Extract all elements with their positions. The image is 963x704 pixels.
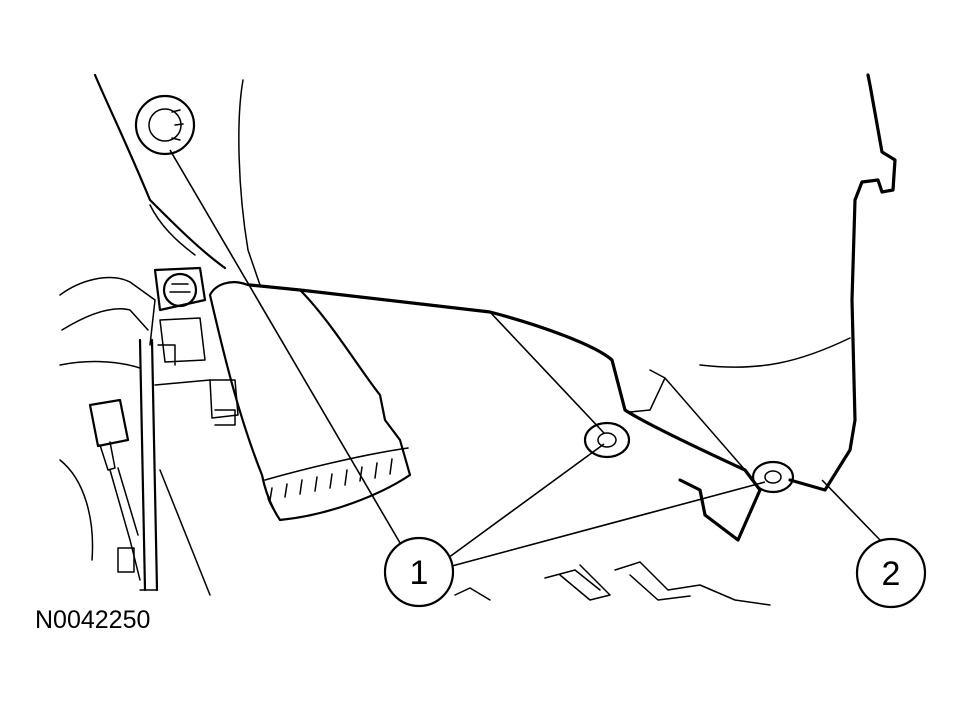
splash-shield-lower-edge bbox=[788, 73, 897, 492]
left-panel-inner-edge bbox=[149, 204, 196, 256]
lower-left-contour bbox=[59, 459, 211, 596]
left-panel-edge bbox=[93, 73, 227, 270]
center-panel-edge bbox=[238, 79, 261, 286]
callout-1-label: 1 bbox=[410, 554, 429, 592]
shield-right-contour bbox=[699, 337, 851, 368]
shield-tab bbox=[629, 369, 746, 471]
leader-lines bbox=[169, 149, 881, 567]
reference-code: N0042250 bbox=[35, 606, 150, 634]
oil-filter bbox=[208, 281, 412, 522]
callout-2: 2 bbox=[855, 537, 927, 609]
dipstick-tube bbox=[138, 338, 159, 592]
upper-bolt bbox=[134, 94, 196, 156]
engine-components bbox=[59, 266, 239, 426]
lower-left-tab bbox=[117, 547, 135, 573]
callout-1: 1 bbox=[383, 536, 455, 608]
callout-2-label: 2 bbox=[882, 555, 901, 593]
center-bolt bbox=[583, 421, 631, 459]
splash-shield-outline bbox=[248, 283, 762, 542]
electrical-connector bbox=[88, 398, 141, 581]
lower-bracket-details bbox=[454, 561, 771, 606]
right-bolt bbox=[751, 460, 795, 494]
